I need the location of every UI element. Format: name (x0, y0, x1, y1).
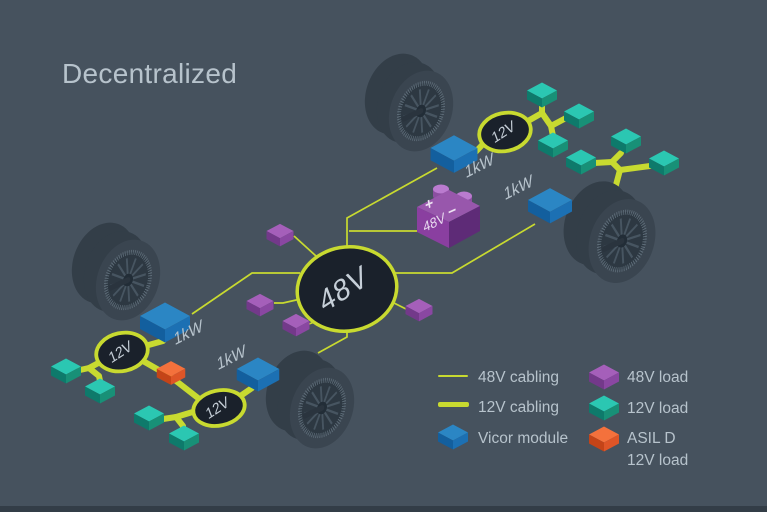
legend-label-asil-d-load: ASIL D 12V load (627, 428, 688, 471)
legend-swatch-48v-load (589, 364, 619, 390)
12v-load-cube (649, 150, 679, 176)
bus-12v-top: 12V (477, 110, 533, 154)
bottom-bar (0, 506, 767, 512)
bus-12v-bottom: 12V (191, 388, 247, 428)
48v-load-cube (246, 293, 274, 317)
legend: 48V cabling 12V cabling Vicor module 48V… (438, 360, 738, 480)
12v-load-cube (169, 425, 199, 451)
legend-label-12v-load: 12V load (627, 400, 689, 417)
12v-load-cube (611, 128, 641, 154)
battery-minus-mark: − (447, 201, 458, 222)
legend-label-48v-cabling: 48V cabling (478, 369, 560, 386)
48v-load-cube (266, 223, 294, 247)
12v-load-cube (538, 132, 568, 158)
12v-load-cube (527, 82, 557, 108)
12v-load-cube (564, 103, 594, 129)
legend-label-vicor-module: Vicor module (478, 430, 569, 447)
page-title: Decentralized (62, 58, 238, 89)
legend-swatch-48v-cabling (438, 375, 468, 377)
battery-48v: + − 48V (417, 184, 480, 248)
legend-swatch-vicor-module (438, 424, 468, 450)
legend-label-asil-d-line2: 12V load (627, 451, 689, 469)
hub-48v: 48V (295, 244, 399, 334)
legend-swatch-12v-cabling (438, 402, 469, 407)
battery-plus-mark: + (424, 194, 435, 215)
bus-12v-left: 12V (94, 330, 150, 374)
12v-load-cube (51, 358, 81, 384)
legend-label-12v-cabling: 12V cabling (478, 399, 560, 416)
wheel-bottom (255, 341, 365, 457)
legend-label-48v-load: 48V load (627, 369, 689, 386)
legend-label-asil-d-line1: ASIL D (627, 430, 676, 447)
12v-load-cube (566, 149, 596, 175)
legend-swatch-asil-d-load (589, 426, 619, 452)
12v-load-cube (85, 378, 115, 404)
12v-load-cube (134, 405, 164, 431)
module-power-label: 1kW (503, 170, 534, 204)
wheel-right (552, 172, 667, 293)
legend-swatch-12v-load (589, 395, 619, 421)
48v-load-cube (405, 298, 433, 322)
